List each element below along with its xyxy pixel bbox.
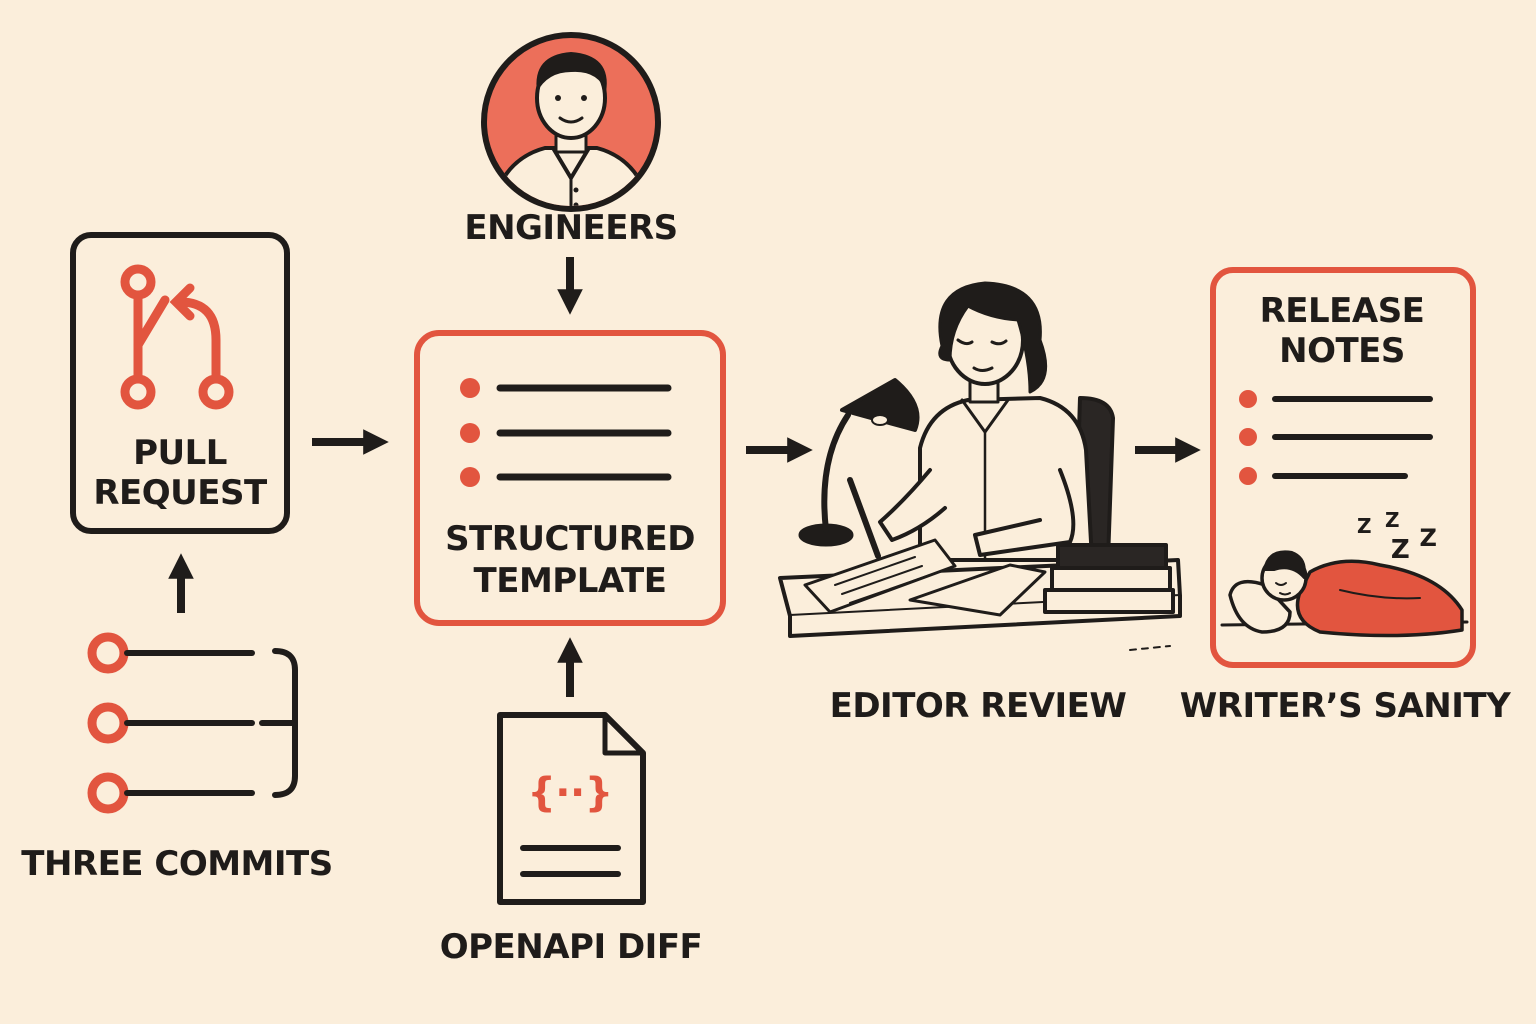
git-pull-request-icon: [120, 264, 234, 410]
openapi-document-icon: [497, 712, 646, 905]
structured-template-card: [414, 330, 726, 626]
sleep-z-1: Z: [1357, 514, 1371, 538]
label-editor-review: EDITOR REVIEW: [830, 686, 1127, 726]
label-pull-request-line2: REQUEST: [93, 473, 268, 513]
release-notes-bullet-list-icon: [1239, 390, 1433, 485]
label-release-notes-line1: RELEASE: [1260, 291, 1425, 331]
release-notes-card: [1210, 267, 1476, 668]
label-pull-request-line1: PULL: [133, 433, 227, 473]
pull-request-card: [70, 232, 290, 534]
commit-list-icon: [87, 632, 298, 814]
json-braces-icon: {··}: [527, 770, 612, 816]
editor-at-desk-illustration: [778, 281, 1182, 651]
label-structured-template-line1: STRUCTURED: [445, 519, 695, 559]
label-three-commits: THREE COMMITS: [21, 844, 332, 884]
sleep-z-4: Z: [1420, 524, 1437, 552]
sleep-z-2: Z: [1385, 508, 1399, 532]
label-engineers: ENGINEERS: [464, 208, 677, 248]
label-openapi-diff: OPENAPI DIFF: [440, 927, 703, 967]
label-writers-sanity: WRITER’S SANITY: [1180, 686, 1511, 726]
sleep-z-3: Z: [1391, 535, 1409, 565]
flow-arrows: [168, 257, 1201, 697]
template-bullet-list-icon: [460, 378, 672, 487]
label-structured-template-line2: TEMPLATE: [474, 561, 667, 601]
sleeping-writer-illustration: [1220, 550, 1469, 638]
label-release-notes-line2: NOTES: [1279, 331, 1405, 371]
engineer-avatar: [481, 32, 661, 212]
